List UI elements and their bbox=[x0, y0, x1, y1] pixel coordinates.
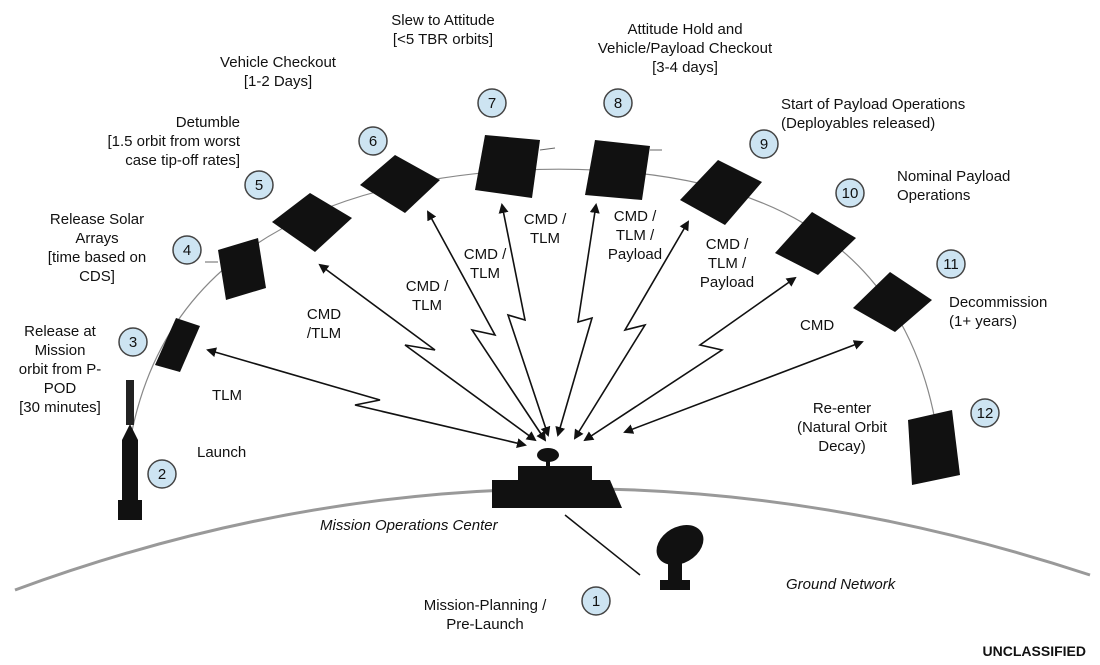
svg-text:11: 11 bbox=[943, 256, 959, 273]
step-10-label: Nominal Payload Operations bbox=[897, 168, 1011, 204]
svg-text:4: 4 bbox=[183, 242, 191, 259]
svg-text:3: 3 bbox=[129, 334, 137, 351]
spacecraft-5-icon bbox=[272, 193, 352, 252]
link-10-arrow bbox=[623, 340, 864, 434]
spacecraft-4-icon bbox=[205, 238, 266, 300]
step-2-label: Launch bbox=[197, 444, 247, 461]
step-9-label: Start of Payload Operations (Deployables… bbox=[781, 96, 966, 132]
spacecraft-7-icon bbox=[475, 135, 556, 198]
svg-text:2: 2 bbox=[158, 466, 166, 483]
ground-station-dish-icon bbox=[656, 525, 704, 590]
step-8-label: Attitude Hold and Vehicle/Payload Checko… bbox=[597, 21, 773, 76]
step-badges: 1 2 3 4 5 6 7 8 9 10 11 12 bbox=[118, 88, 1000, 616]
mission-ops-center-label: Mission Operations Center bbox=[320, 517, 498, 534]
link-3-label: TLM bbox=[212, 387, 242, 404]
ground-network-label: Ground Network bbox=[786, 576, 896, 593]
step-4-badge: 4 bbox=[172, 235, 202, 265]
spacecraft-10-icon bbox=[775, 212, 856, 275]
step-6-label: Vehicle Checkout [1-2 Days] bbox=[220, 54, 336, 90]
step-10-badge: 10 bbox=[835, 178, 865, 208]
link-6-arrow bbox=[498, 203, 551, 437]
ground-link-line bbox=[564, 514, 641, 576]
svg-text:6: 6 bbox=[369, 133, 377, 150]
step-5-badge: 5 bbox=[244, 170, 274, 200]
mission-operations-center-icon bbox=[492, 448, 622, 508]
step-1-label: Mission-Planning / Pre-Launch bbox=[423, 597, 547, 633]
step-11-label: Decommission (1+ years) bbox=[949, 294, 1048, 330]
spacecraft-9-icon bbox=[680, 160, 762, 225]
spacecraft-3-icon bbox=[155, 318, 200, 372]
svg-text:7: 7 bbox=[488, 95, 496, 112]
spacecraft-12-icon bbox=[908, 410, 960, 485]
classification-marking: UNCLASSIFIED bbox=[982, 643, 1086, 659]
link-6-label: CMD / TLM bbox=[463, 246, 507, 282]
link-4-label: CMD /TLM bbox=[306, 306, 342, 342]
spacecraft-6-icon bbox=[360, 155, 440, 213]
step-11-badge: 11 bbox=[936, 249, 966, 279]
launch-vehicle-icon bbox=[118, 380, 142, 520]
step-2-badge: 2 bbox=[147, 459, 177, 489]
step-7-label: Slew to Attitude [<5 TBR orbits] bbox=[391, 12, 495, 48]
step-3-label: Release at Mission orbit from P- POD [30… bbox=[18, 323, 102, 416]
link-9-arrow bbox=[583, 276, 797, 442]
step-6-badge: 6 bbox=[358, 126, 388, 156]
step-12-label: Re-enter (Natural Orbit Decay) bbox=[796, 400, 888, 455]
step-8-badge: 8 bbox=[603, 88, 633, 118]
link-9-label: CMD / TLM / Payload bbox=[699, 236, 755, 291]
svg-text:5: 5 bbox=[255, 177, 263, 194]
link-8-label: CMD / TLM / Payload bbox=[607, 208, 663, 263]
svg-text:12: 12 bbox=[977, 405, 994, 422]
svg-text:1: 1 bbox=[592, 593, 600, 610]
step-5-label: Detumble [1.5 orbit from worst case tip-… bbox=[107, 114, 240, 169]
link-7-label: CMD / TLM bbox=[523, 211, 567, 247]
step-9-badge: 9 bbox=[749, 129, 779, 159]
spacecraft-8-icon bbox=[585, 140, 662, 200]
step-12-badge: 12 bbox=[970, 398, 1000, 428]
step-3-badge: 3 bbox=[118, 327, 148, 357]
svg-text:8: 8 bbox=[614, 95, 622, 112]
step-7-badge: 7 bbox=[477, 88, 507, 118]
step-4-label: Release Solar Arrays [time based on CDS] bbox=[47, 211, 147, 285]
spacecraft-11-icon bbox=[853, 272, 932, 332]
link-5-label: CMD / TLM bbox=[405, 278, 449, 314]
svg-text:10: 10 bbox=[842, 185, 859, 202]
link-10-label: CMD bbox=[800, 317, 835, 334]
svg-text:9: 9 bbox=[760, 136, 768, 153]
step-1-badge: 1 bbox=[581, 586, 611, 616]
